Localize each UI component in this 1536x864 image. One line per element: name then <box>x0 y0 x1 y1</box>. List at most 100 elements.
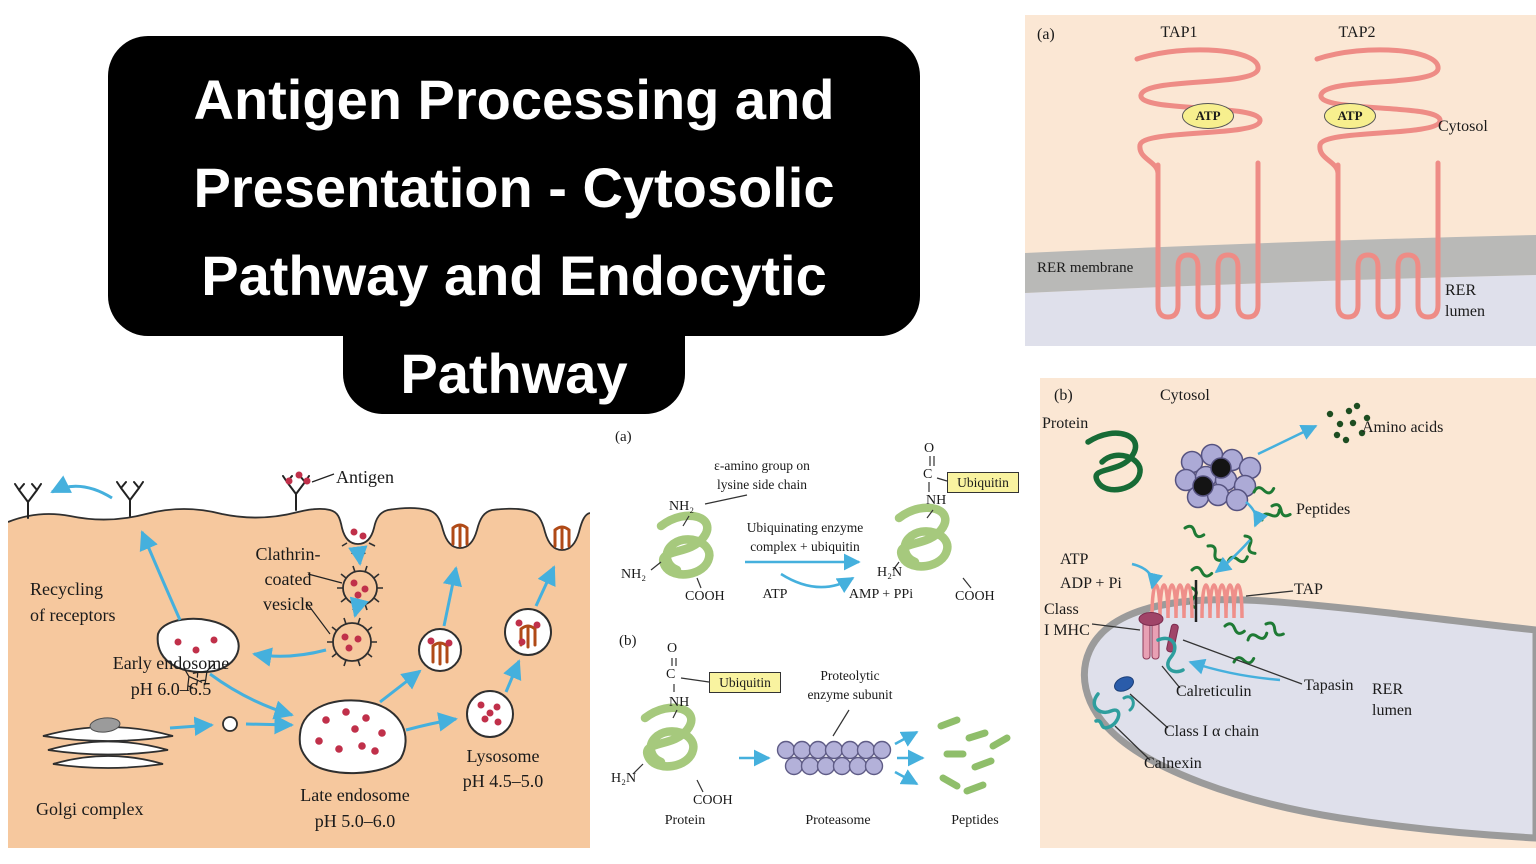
atp-badge-2: ATP <box>1324 103 1376 129</box>
title-line-2: Presentation - Cytosolic <box>193 156 835 219</box>
peptide-fragments <box>937 716 1011 795</box>
class1-mhc-line1: Class <box>1044 601 1079 618</box>
transport-vesicle <box>222 716 238 732</box>
antigen-dot <box>359 532 367 540</box>
tapasin-label: Tapasin <box>1304 677 1354 694</box>
nh-b-label: NH <box>669 695 690 710</box>
late-endosome <box>298 699 407 775</box>
cytosol-label: Cytosol <box>1438 118 1488 135</box>
proteasome-cluster <box>1174 443 1262 512</box>
surface-mhc-icon <box>451 523 469 548</box>
lysosome-label: Lysosome pH 4.5–5.0 <box>428 744 578 794</box>
tap2-label: TAP2 <box>1338 24 1376 41</box>
title-line-3: Pathway and Endocytic <box>201 244 827 307</box>
title-line-1: Antigen Processing and <box>193 68 835 131</box>
pointer-lines <box>305 473 343 635</box>
ubiquitin-b-text: Ubiquitin <box>719 674 771 690</box>
tap-panel-label: (a) <box>1037 26 1055 43</box>
chem-connector-lines <box>632 456 972 793</box>
ubiquitin-diagram <box>632 456 1011 795</box>
calreticulin-shape <box>1156 636 1185 674</box>
protein-ribbon-b <box>645 708 693 767</box>
clathrin-label-line2: coated <box>264 569 312 589</box>
recycling-label-line1: Recycling <box>30 579 103 599</box>
peptides-label-2: Peptides <box>1296 501 1351 518</box>
amino-acid-dots <box>1326 402 1371 444</box>
rer-lumen-label: RER lumen <box>1445 281 1485 323</box>
mhc-vesicle-2 <box>504 608 552 656</box>
calreticulin-label: Calreticulin <box>1176 683 1252 700</box>
endocytic-pathway-panel: Antigen Clathrin- coated vesicle Recycli… <box>8 452 590 848</box>
lysosome-line2: pH 4.5–5.0 <box>462 771 544 791</box>
surface-receptor-icon <box>14 483 42 519</box>
cooh-b-label: COOH <box>693 793 733 808</box>
nh-a-label: NH <box>926 493 947 508</box>
atp-label-2: ATP <box>1060 551 1089 568</box>
h2n-a-label: H₂N <box>877 565 903 580</box>
tap1-label: TAP1 <box>1160 24 1198 41</box>
class1-diagram <box>1080 402 1536 842</box>
clathrin-vesicle-label: Clathrin- coated vesicle <box>232 542 344 617</box>
lysosome <box>466 690 514 738</box>
tap-label: TAP <box>1294 581 1323 598</box>
reaction-arrows <box>739 553 925 786</box>
lysosome-line1: Lysosome <box>466 746 540 766</box>
recycling-label: Recycling of receptors <box>30 576 115 628</box>
clathrin-label-line1: Clathrin- <box>255 544 321 564</box>
class1-loading-panel: (b) Cytosol Protein Amino acids Peptides… <box>1040 378 1536 848</box>
flow-arrows <box>1131 424 1318 682</box>
proteolytic-line1: Proteolytic <box>820 668 880 683</box>
proteolytic-label: Proteolytic enzyme subunit <box>790 666 910 704</box>
golgi-label: Golgi complex <box>36 799 144 819</box>
cytosolic-protein-ribbon <box>1085 430 1143 493</box>
atp-label-1: ATP <box>1195 108 1221 123</box>
carbonyl-c-a: C <box>923 467 933 482</box>
peptides-caption: Peptides <box>951 813 999 828</box>
title-main-box: Antigen Processing and Presentation - Cy… <box>108 36 920 336</box>
mhc-vesicle-1 <box>418 628 462 672</box>
proteasome-caption: Proteasome <box>805 813 871 828</box>
plasma-membrane <box>8 507 590 551</box>
class1-mhc-label: Class I MHC <box>1044 600 1090 642</box>
protein-label-2: Protein <box>1042 415 1089 432</box>
early-endosome-line2: pH 6.0–6.5 <box>130 679 212 699</box>
cooh-left-label: COOH <box>685 589 725 604</box>
nh2-top-label: NH₂ <box>669 499 695 514</box>
nh2-left-label: NH₂ <box>621 567 647 582</box>
rer-lumen-line2: lumen <box>1445 302 1485 320</box>
cytosol-label-2: Cytosol <box>1160 387 1210 404</box>
epsilon-line1: ε-amino group on <box>714 458 810 473</box>
atp-label-2: ATP <box>1337 108 1363 123</box>
enzyme-line2: complex + ubiquitin <box>750 539 860 554</box>
tap-transporter-coils <box>1150 583 1244 619</box>
antigen-dot <box>350 528 358 536</box>
epsilon-amino-label: ε-amino group on lysine side chain <box>687 456 837 494</box>
ubiquitin-proteasome-panel: (a) ε-amino group on lysine side chain N… <box>597 420 1035 848</box>
proteolytic-line2: enzyme subunit <box>807 687 893 702</box>
carbonyl-c-b: C <box>666 667 676 682</box>
rer-lumen-line1: RER <box>1445 282 1477 299</box>
clathrin-vesicle-1 <box>337 565 383 611</box>
title-line-4: Pathway <box>400 341 628 405</box>
rer-line2: lumen <box>1372 701 1412 719</box>
late-endosome-line2: pH 5.0–6.0 <box>314 811 396 831</box>
recycling-label-line2: of receptors <box>30 605 116 625</box>
epsilon-line2: lysine side chain <box>717 477 807 492</box>
nascent-chain-shape <box>1122 695 1135 712</box>
rer-line1: RER <box>1372 681 1404 698</box>
ubiquinating-enzyme-label: Ubiquinating enzyme complex + ubiquitin <box>721 518 889 556</box>
cooh-right-label: COOH <box>955 589 995 604</box>
class1-panel-label: (b) <box>1054 387 1073 404</box>
atp-label: ATP <box>762 587 788 602</box>
calnexin-shape <box>1092 692 1121 730</box>
endocytic-diagram <box>8 471 590 848</box>
clathrin-label-line3: vesicle <box>263 594 313 614</box>
ubiquitin-badge-b: Ubiquitin <box>709 672 781 693</box>
h2n-b-label: H₂N <box>611 771 637 786</box>
late-endosome-label: Late endosome pH 5.0–6.0 <box>270 782 440 834</box>
calnexin-label: Calnexin <box>1144 755 1202 772</box>
class1-mhc-line2: I MHC <box>1044 621 1090 639</box>
antigen-dots <box>285 471 311 485</box>
tap1-protein <box>1134 47 1263 320</box>
